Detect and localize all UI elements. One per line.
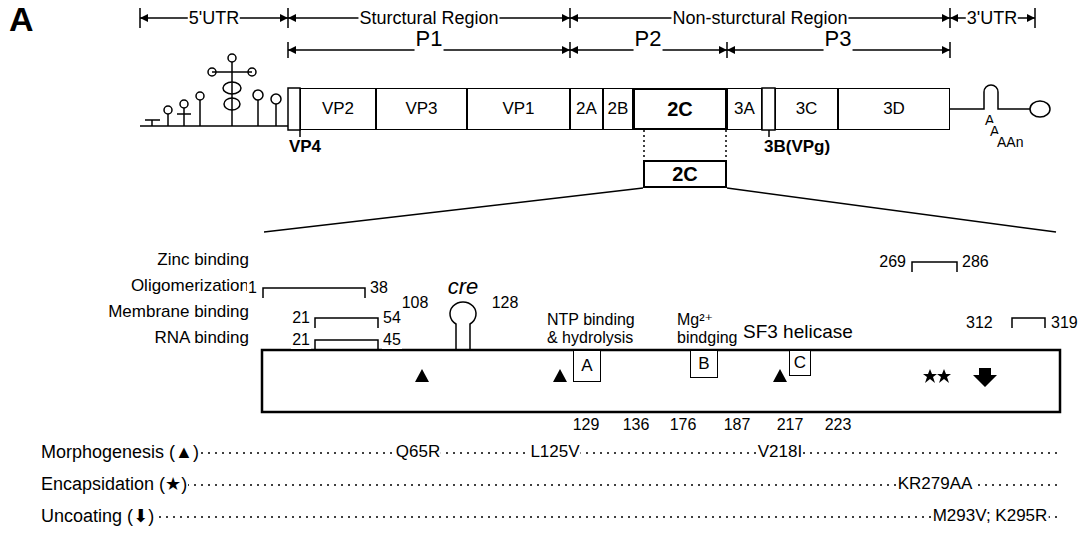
polyprotein-label: P2	[634, 26, 663, 51]
polyprotein-label: P1	[415, 26, 444, 51]
zoom-connector	[643, 130, 645, 160]
phenotype-label: Encapsidation (★)	[40, 474, 188, 495]
genome-segment: 3A	[727, 88, 762, 130]
genome-segment: 2C	[633, 88, 727, 130]
segment-label: VP3	[405, 99, 437, 119]
residue-number: 217	[776, 416, 805, 434]
residue-number: 128	[491, 294, 520, 312]
segment-label: B	[698, 354, 709, 374]
polyprotein-label: P3	[824, 26, 853, 51]
polya-label: AAn	[996, 134, 1024, 150]
residue-number: 319	[1050, 314, 1079, 332]
mutation-label: V218I	[757, 442, 803, 462]
phenotype-label: Uncoating (⬇)	[40, 506, 155, 527]
genome-segment: VP2	[300, 88, 376, 130]
region-label: 3'UTR	[966, 8, 1018, 29]
motif-label: SF3 helicase	[742, 321, 854, 343]
mutation-label: L125V	[529, 442, 580, 462]
residue-number: 21	[291, 331, 311, 349]
residue-number: 286	[961, 253, 990, 271]
motif-label: NTP binding & hydrolysis	[546, 311, 648, 348]
residue-number: 136	[622, 416, 651, 434]
protein-label: VP4	[288, 137, 322, 157]
segment-label: 2A	[576, 99, 597, 119]
residue-number: 312	[965, 314, 994, 332]
motif-box: A	[573, 350, 601, 382]
genome-segment: 2B	[603, 88, 633, 130]
phenotype-label: Morphogenesis (▲)	[40, 442, 200, 463]
region-label: 5'UTR	[188, 8, 240, 29]
residue-number: 38	[369, 279, 389, 297]
genome-segment: 2C	[643, 160, 727, 188]
residue-number: 129	[572, 416, 601, 434]
genome-segment: VP1	[467, 88, 570, 130]
segment-label: C	[794, 353, 806, 373]
segment-label: VP1	[502, 99, 534, 119]
protein-label: 3B(VPg)	[763, 137, 831, 157]
feature-label: Zinc binding	[156, 250, 250, 270]
feature-label: RNA binding	[153, 328, 250, 348]
genome-segment: 2A	[570, 88, 603, 130]
zoom-connector	[725, 130, 727, 160]
mutation-label: M293V; K295R	[932, 506, 1049, 526]
motif-box: B	[690, 350, 718, 378]
region-label: Non-sturctural Region	[671, 8, 848, 29]
segment-label: 3D	[883, 99, 905, 119]
segment-label: 3A	[734, 99, 755, 119]
segment-label: 3C	[796, 99, 818, 119]
segment-label: A	[581, 356, 592, 376]
residue-number: 108	[401, 294, 430, 312]
element-label: cre	[447, 274, 480, 299]
segment-label: VP2	[322, 99, 354, 119]
mutation-label: Q65R	[395, 442, 441, 462]
segment-label: 2C	[672, 163, 698, 186]
feature-label: Oligomerization	[130, 276, 250, 296]
residue-number: 176	[669, 416, 698, 434]
genome-segment: VP3	[376, 88, 467, 130]
segment-label: 2C	[667, 98, 693, 121]
genome-segment: 3D	[838, 88, 950, 130]
residue-number: 45	[382, 331, 402, 349]
residue-number: 269	[878, 253, 907, 271]
residue-number: 187	[723, 416, 752, 434]
segment-label: 2B	[608, 99, 629, 119]
residue-number: 54	[382, 309, 402, 327]
panel-letter: A	[8, 0, 35, 39]
genome-segment: 3C	[775, 88, 838, 130]
motif-box: C	[789, 350, 811, 376]
residue-number: 223	[824, 416, 853, 434]
mutation-label: KR279AA	[897, 474, 974, 494]
residue-number: 1	[247, 279, 258, 297]
feature-label: Membrane binding	[107, 302, 250, 322]
residue-number: 21	[291, 309, 311, 327]
